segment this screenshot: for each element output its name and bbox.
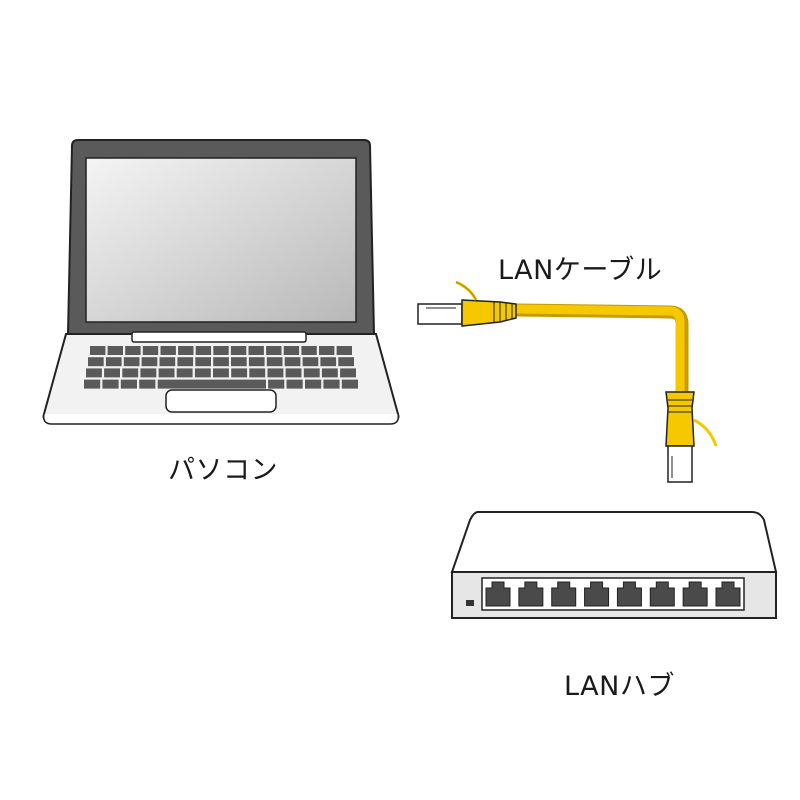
keyboard-key — [90, 346, 106, 355]
keyboard-key — [120, 379, 137, 389]
keyboard-key — [230, 346, 247, 355]
keyboard-key — [286, 379, 303, 389]
keyboard-key — [341, 379, 358, 389]
keyboard — [84, 346, 358, 389]
cable-plug-left — [417, 280, 517, 327]
lan-hub — [450, 511, 778, 619]
keyboard-key — [320, 357, 337, 367]
hub-port — [715, 581, 741, 607]
keyboard-key — [268, 379, 285, 389]
keyboard-key — [231, 368, 248, 378]
keyboard-key — [338, 357, 354, 367]
keyboard-key — [319, 346, 335, 355]
keyboard-key — [321, 368, 338, 378]
keyboard-key — [213, 368, 229, 378]
cable-wire-highlight — [511, 304, 685, 399]
keyboard-key — [160, 346, 176, 355]
keyboard-key — [340, 368, 356, 378]
laptop-front-edge — [42, 413, 400, 425]
laptop-hinge — [131, 331, 307, 343]
keyboard-key — [248, 346, 264, 355]
keyboard-key — [123, 357, 140, 367]
keyboard-key — [303, 368, 320, 378]
keyboard-key — [305, 379, 322, 389]
keyboard-key — [336, 346, 352, 355]
keyboard-key — [105, 357, 122, 367]
keyboard-key — [142, 346, 159, 355]
hub-led — [466, 600, 474, 606]
keyboard-key — [302, 357, 319, 367]
laptop — [42, 139, 400, 425]
keyboard-key — [139, 379, 156, 389]
keyboard-key — [140, 368, 157, 378]
keyboard-key — [284, 357, 301, 367]
laptop-trackpad — [165, 389, 277, 413]
keyboard-key — [159, 357, 176, 367]
hub-ports — [485, 581, 741, 607]
keyboard-key — [266, 357, 283, 367]
keyboard-key — [122, 368, 139, 378]
keyboard-key — [125, 346, 141, 355]
laptop-screen — [85, 157, 357, 323]
keyboard-key — [88, 357, 104, 367]
keyboard-key — [283, 346, 300, 355]
keyboard-key — [301, 346, 317, 355]
keyboard-key — [158, 368, 175, 378]
keyboard-key — [267, 368, 284, 378]
keyboard-key — [231, 357, 247, 367]
keyboard-key — [194, 368, 211, 378]
keyboard-key — [104, 368, 120, 378]
keyboard-key — [178, 346, 194, 355]
hub-port — [616, 581, 642, 607]
keyboard-key — [195, 346, 212, 355]
cable-label: LANケーブル — [498, 255, 663, 286]
hub-port — [584, 581, 610, 607]
hub-port — [551, 581, 577, 607]
keyboard-key — [177, 357, 194, 367]
hub-port — [649, 581, 675, 607]
keyboard-key — [249, 368, 266, 378]
hub-port — [518, 581, 544, 607]
keyboard-key — [285, 368, 302, 378]
keyboard-key — [102, 379, 119, 389]
keyboard-key — [157, 379, 266, 389]
hub-top — [450, 511, 778, 573]
lan-cable — [417, 280, 718, 483]
keyboard-key — [141, 357, 158, 367]
keyboard-key — [213, 346, 229, 355]
computer-label: パソコン — [168, 455, 278, 486]
keyboard-key — [176, 368, 193, 378]
keyboard-key — [195, 357, 211, 367]
keyboard-key — [213, 357, 229, 367]
hub-port — [485, 581, 511, 607]
hub-label: LANハブ — [564, 671, 675, 702]
keyboard-key — [266, 346, 282, 355]
keyboard-key — [107, 346, 123, 355]
hub-port — [682, 581, 708, 607]
keyboard-key — [323, 379, 340, 389]
keyboard-key — [248, 357, 265, 367]
cable-wire — [509, 303, 689, 401]
cable-plug-bottom — [665, 391, 718, 483]
keyboard-key — [84, 379, 101, 389]
keyboard-key — [86, 368, 102, 378]
